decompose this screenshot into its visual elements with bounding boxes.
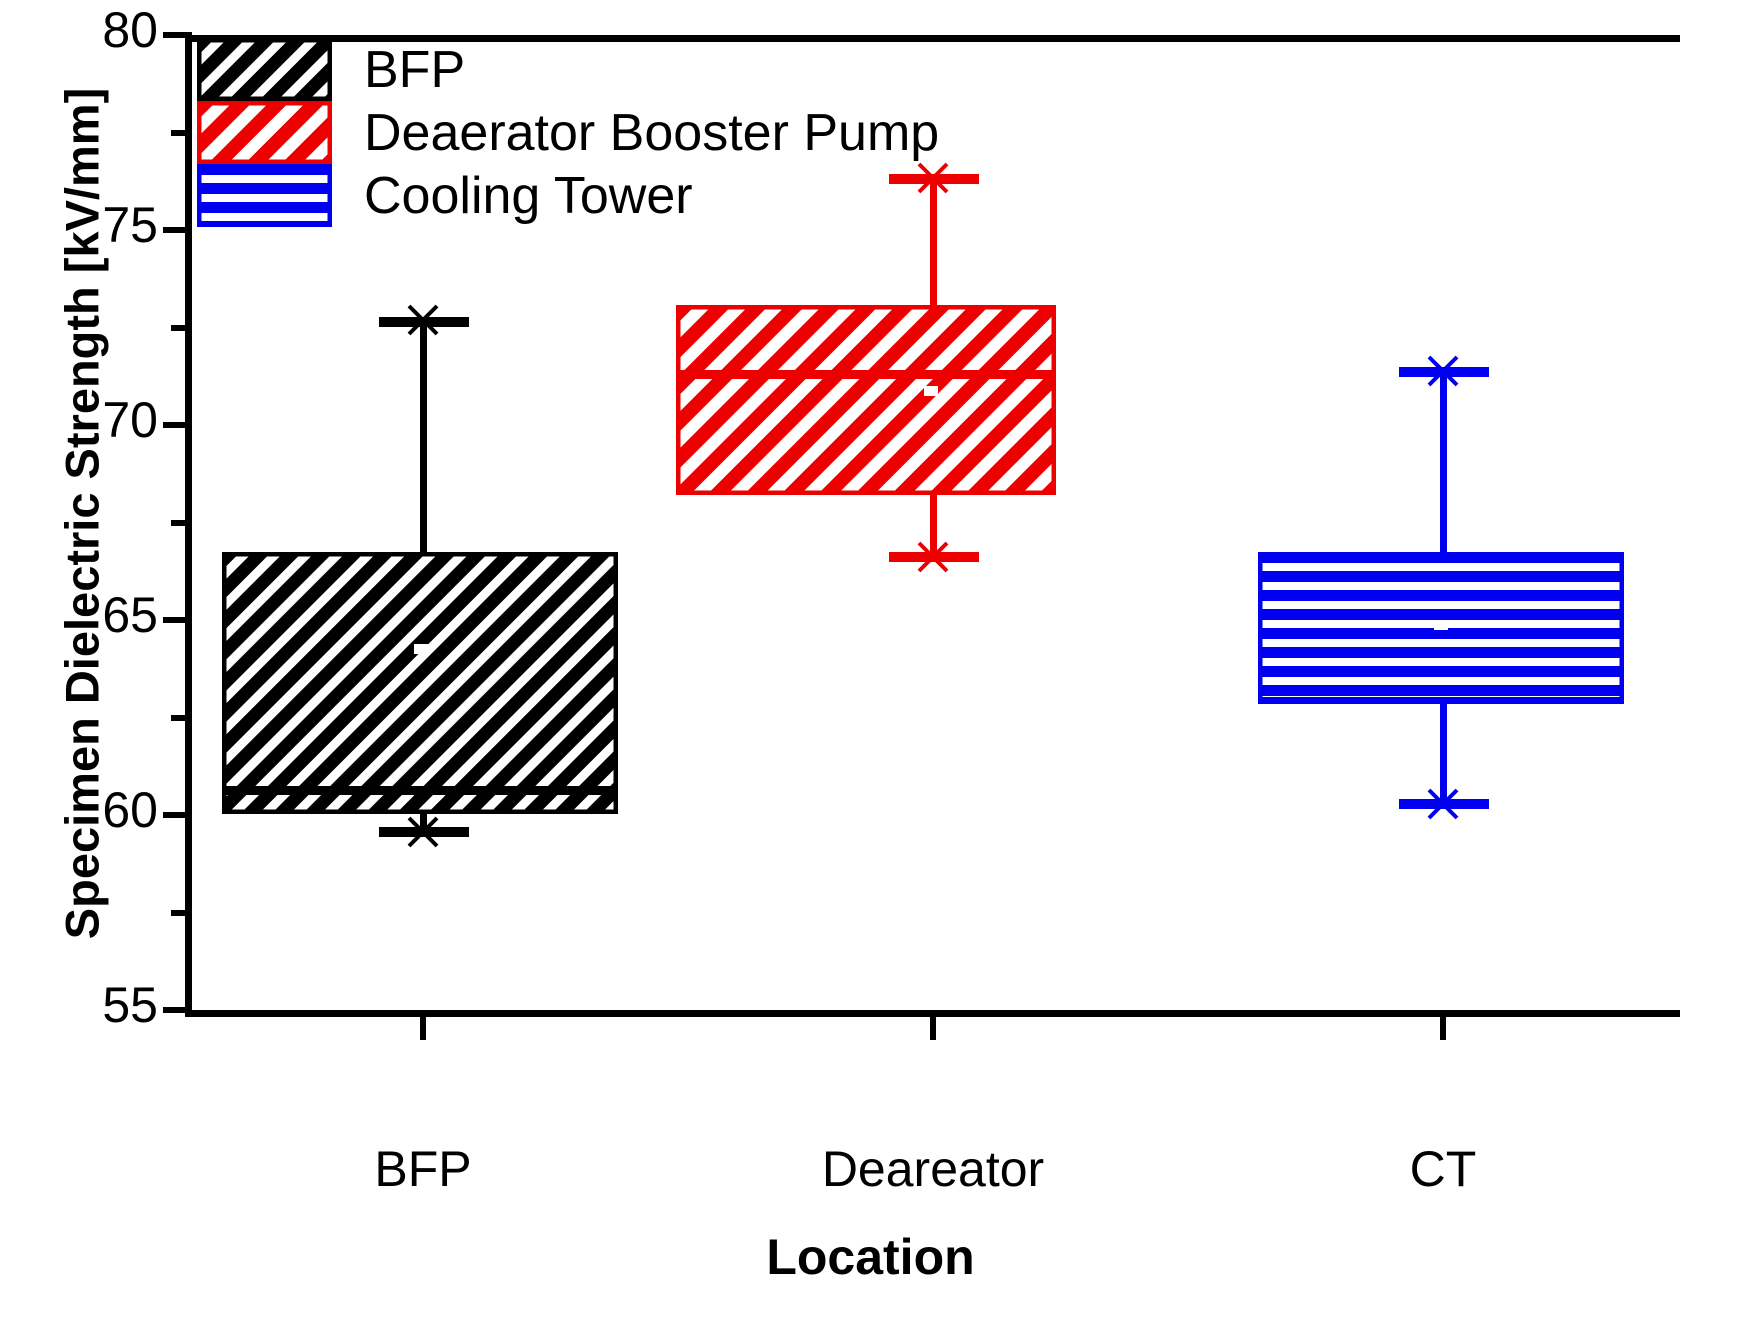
legend-label-bfp: BFP bbox=[364, 40, 466, 99]
bfp-upper-xmark bbox=[407, 304, 439, 336]
y-tick-75 bbox=[163, 227, 192, 233]
legend-swatch-bfp bbox=[197, 38, 332, 101]
y-tick-label-65: 65 bbox=[102, 587, 158, 643]
y-tick-minor-62_5 bbox=[171, 715, 192, 721]
y-tick-minor-57_5 bbox=[171, 910, 192, 916]
y-tick-minor-72_5 bbox=[171, 325, 192, 331]
x-tick-label-bfp: BFP bbox=[374, 1141, 472, 1197]
ct-upper-xmark bbox=[1427, 355, 1459, 387]
y-tick-80 bbox=[163, 32, 192, 38]
bfp-lower-xmark bbox=[407, 816, 439, 848]
y-tick-label-75: 75 bbox=[102, 197, 158, 253]
x-tick-ct bbox=[1440, 1010, 1446, 1040]
y-tick-label-70: 70 bbox=[102, 392, 158, 448]
legend-swatch-cooling-tower bbox=[197, 164, 332, 227]
ct-lower-whisker bbox=[1440, 695, 1447, 805]
deaerator-upper-whisker bbox=[930, 178, 937, 308]
deaerator-lower-xmark bbox=[917, 541, 949, 573]
ct-upper-whisker bbox=[1440, 370, 1447, 565]
deaerator-upper-xmark bbox=[917, 162, 949, 194]
y-tick-label-80: 80 bbox=[102, 2, 158, 58]
bfp-mean-marker bbox=[414, 644, 428, 654]
x-tick-bfp bbox=[420, 1010, 426, 1040]
x-tick-deareator bbox=[930, 1010, 936, 1040]
legend-item-bfp[interactable]: BFP bbox=[197, 38, 939, 101]
y-tick-55 bbox=[163, 1007, 192, 1013]
y-tick-label-60: 60 bbox=[102, 782, 158, 838]
ct-mean-marker bbox=[1434, 620, 1448, 630]
y-tick-minor-67_5 bbox=[171, 520, 192, 526]
deaerator-mean-marker bbox=[924, 386, 938, 396]
bfp-upper-whisker bbox=[420, 320, 427, 598]
bfp-median-line bbox=[222, 786, 618, 795]
deaerator-lower-whisker bbox=[930, 490, 937, 562]
bfp-lower-whisker bbox=[420, 812, 427, 834]
y-tick-65 bbox=[163, 617, 192, 623]
legend-label-cooling-tower: Cooling Tower bbox=[364, 166, 693, 225]
legend-label-deaerator-booster-pump: Deaerator Booster Pump bbox=[364, 103, 940, 162]
y-tick-70 bbox=[163, 422, 192, 428]
ct-median-line bbox=[1258, 697, 1624, 704]
x-tick-label-ct: CT bbox=[1409, 1141, 1477, 1197]
deaerator-box[interactable] bbox=[676, 305, 1056, 495]
legend-item-deaerator-booster-pump[interactable]: Deaerator Booster Pump bbox=[197, 101, 939, 164]
legend-item-cooling-tower[interactable]: Cooling Tower bbox=[197, 164, 939, 227]
y-tick-label-55: 55 bbox=[102, 977, 158, 1033]
x-axis-title: Location bbox=[766, 1229, 975, 1285]
y-tick-minor-77_5 bbox=[171, 130, 192, 136]
deaerator-median-line bbox=[676, 370, 1056, 379]
ct-lower-xmark bbox=[1427, 788, 1459, 820]
bfp-box[interactable] bbox=[222, 552, 618, 814]
y-tick-60 bbox=[163, 812, 192, 818]
legend-swatch-deaerator-booster-pump bbox=[197, 101, 332, 164]
x-tick-label-deareator: Deareator bbox=[821, 1141, 1045, 1197]
legend: BFP Deaerator Booster Pump Cooling Tower bbox=[197, 38, 939, 227]
